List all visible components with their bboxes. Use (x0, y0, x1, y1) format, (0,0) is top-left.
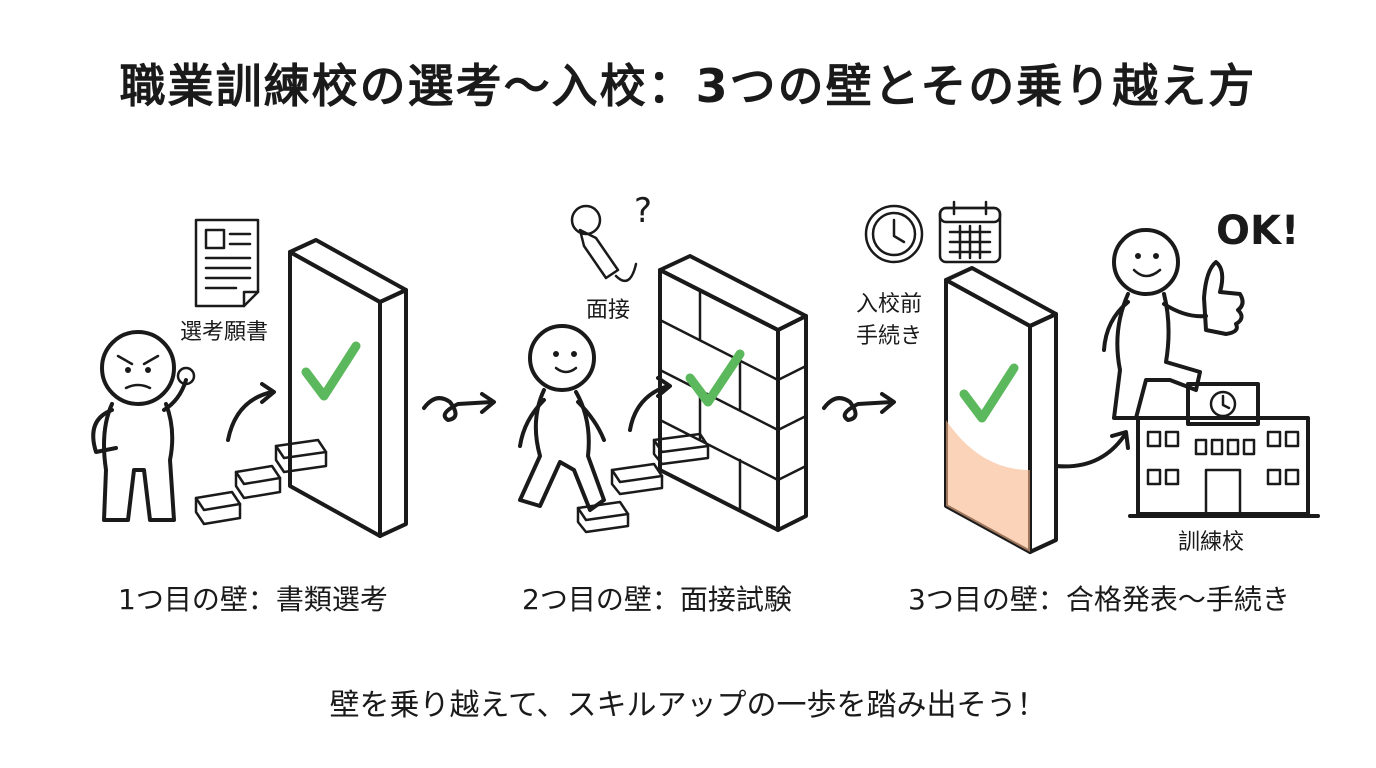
pre-enrollment-label-line2: 手続き (856, 324, 923, 349)
stage2-illustration (518, 204, 808, 534)
stage1-caption: 1つ目の壁：書類選考 (118, 583, 388, 616)
angry-person-icon (91, 330, 196, 522)
microphone-icon (570, 204, 638, 283)
footer-message: 壁を乗り越えて、スキルアップの一歩を踏み出そう！ (329, 688, 1047, 723)
happy-person-icon (1102, 228, 1245, 420)
thumbs-up-icon (1202, 260, 1245, 336)
squiggle-arrow-1-icon (422, 392, 496, 422)
up-arrow-icon (226, 390, 274, 442)
brick-wall-icon (658, 254, 808, 532)
stairs-icon (194, 438, 328, 526)
calendar-icon (938, 200, 1002, 264)
question-mark-icon: ? (634, 191, 653, 231)
document-icon (194, 218, 260, 308)
squiggle-arrow-2-icon (822, 392, 896, 422)
school-building-icon (1128, 382, 1320, 518)
ok-exclamation: OK! (1216, 208, 1300, 254)
page-title: 職業訓練校の選考〜入校：3つの壁とその乗り越え方 (119, 59, 1257, 113)
application-form-label: 選考願書 (180, 320, 269, 345)
clock-icon (864, 204, 924, 264)
checkmark-icon (301, 341, 361, 401)
up-arrow-icon-2 (628, 384, 670, 432)
school-label: 訓練校 (1178, 530, 1245, 555)
stage1-illustration (91, 218, 408, 538)
stage3-illustration (864, 200, 1320, 554)
checkmark-icon-3 (959, 363, 1019, 423)
checkmark-icon-2 (685, 349, 745, 407)
stage3-caption: 3つ目の壁：合格発表〜手続き (908, 583, 1290, 616)
stage2-caption: 2つ目の壁：面接試験 (522, 583, 792, 616)
pre-enrollment-label-line1: 入校前 (856, 292, 923, 317)
walking-person-icon (518, 324, 606, 512)
interview-label: 面接 (586, 298, 631, 323)
wall-3-icon (944, 266, 1058, 554)
curved-arrow-icon (1054, 434, 1126, 469)
wall-1-icon (288, 238, 408, 538)
